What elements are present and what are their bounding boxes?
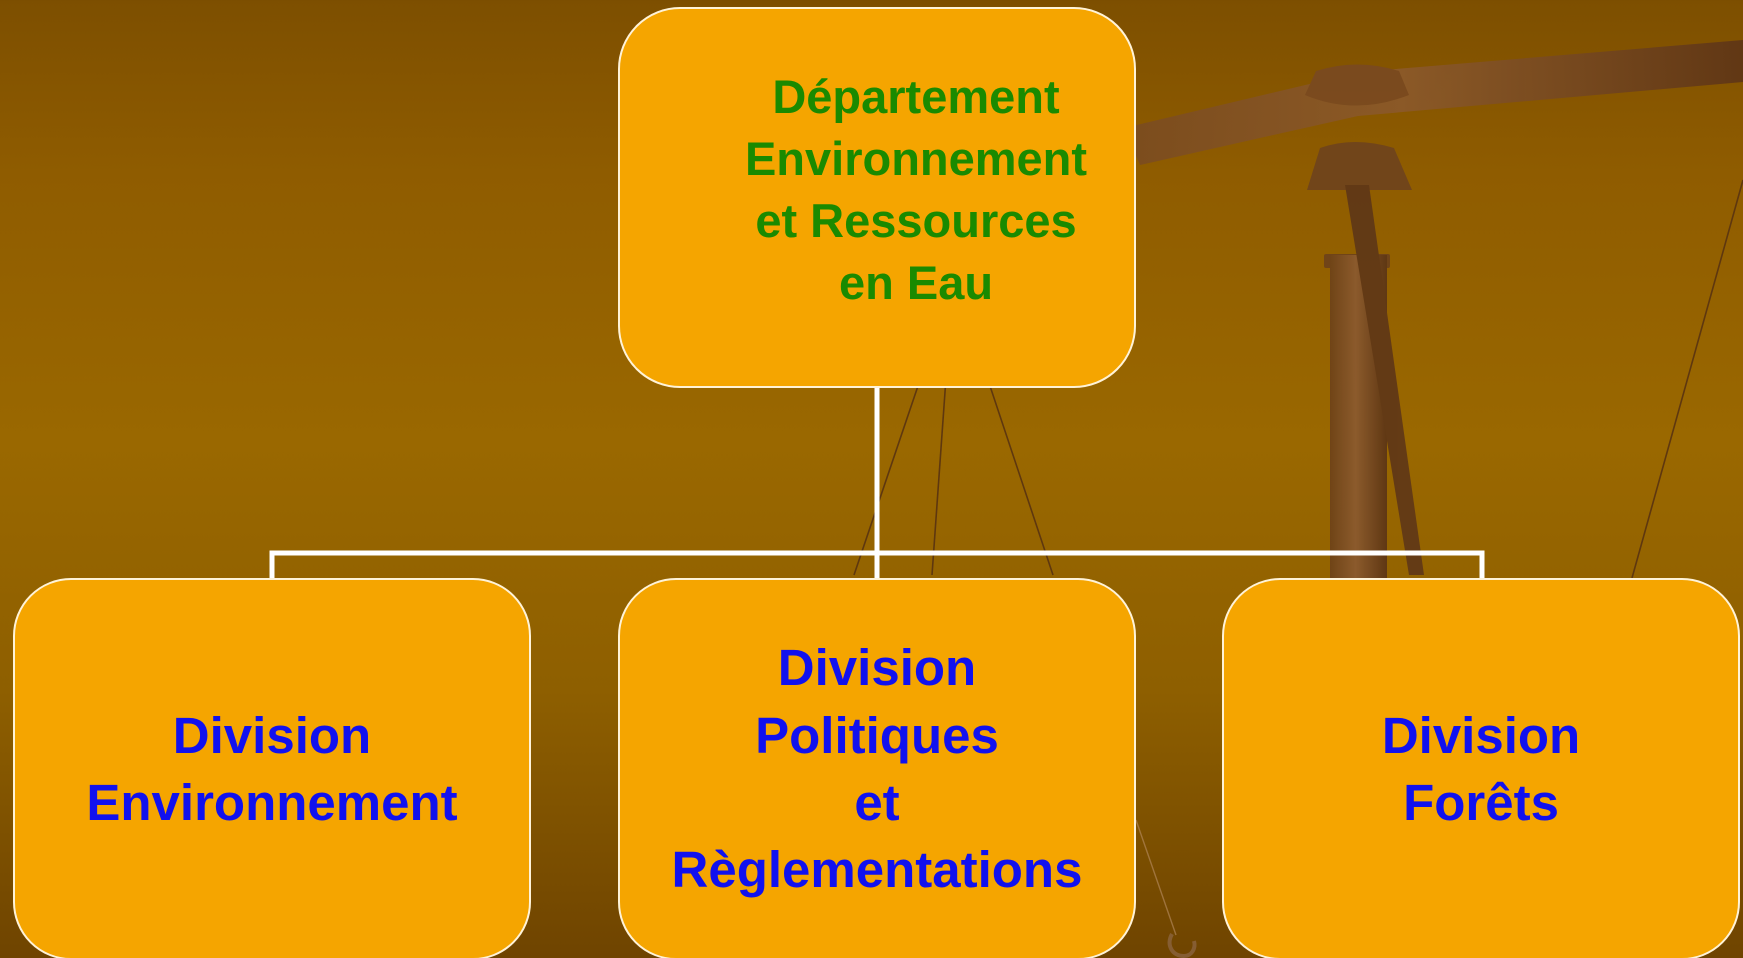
division-node-forets: Division Forêts xyxy=(1222,578,1740,958)
left-pan-hook xyxy=(1167,933,1197,958)
scale-top-cap xyxy=(1307,142,1412,190)
left-pan-string-2 xyxy=(931,377,947,576)
left-pan-lower-string xyxy=(1135,819,1177,936)
connector-lines xyxy=(269,385,1485,581)
left-pan-string-1 xyxy=(853,379,921,576)
division-label-forets: Division Forêts xyxy=(1381,706,1581,831)
division-label-politiques-reglementations: Division Politiques et Règlementations xyxy=(671,639,1083,899)
division-label-environnement: Division Environnement xyxy=(86,706,458,831)
division-node-politiques-reglementations: Division Politiques et Règlementations xyxy=(618,578,1136,958)
scale-diagonal-support xyxy=(1345,185,1424,575)
department-label: Département Environnement et Ressources … xyxy=(744,69,1088,310)
scale-pivot xyxy=(1305,64,1409,106)
department-node: Département Environnement et Ressources … xyxy=(618,7,1136,388)
division-node-environnement: Division Environnement xyxy=(13,578,531,958)
scale-beam xyxy=(1124,40,1743,165)
left-pan-string-3 xyxy=(987,379,1054,576)
right-pan-string xyxy=(1631,179,1743,579)
